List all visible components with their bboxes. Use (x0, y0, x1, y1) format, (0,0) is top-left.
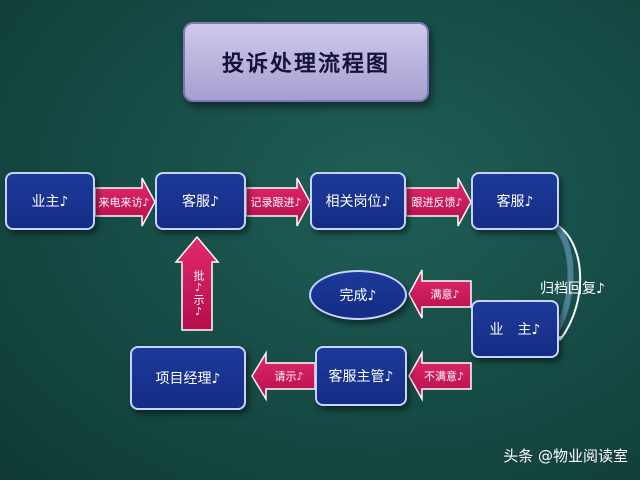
page-title: 投诉处理流程图 (221, 51, 390, 77)
node-owner-top: 业主♪ (5, 172, 95, 230)
arrow-record-follow (245, 177, 311, 227)
arrow-incoming-call (94, 177, 156, 227)
watermark: 头条 @物业阅读室 (503, 447, 628, 465)
node-customer-service-1: 客服♪ (155, 172, 246, 230)
node-project-manager: 项目经理♪ (130, 346, 246, 410)
node-owner-bottom: 业 主♪ (471, 300, 559, 358)
label-satisfied: 满意♪ (430, 288, 460, 301)
node-related-post: 相关岗位♪ (310, 172, 406, 230)
label-unsatisfied: 不满意♪ (423, 370, 465, 383)
arrow-approve (174, 235, 220, 331)
label-archive-return: 归档回复♪ (540, 281, 605, 297)
arrow-request (251, 350, 316, 402)
label-approve: 批♪示♪ (192, 270, 205, 318)
label-record-follow: 记录跟进♪ (250, 196, 302, 209)
title-box: 投诉处理流程图 (183, 22, 429, 102)
label-request: 请示♪ (274, 370, 304, 383)
label-follow-feedback: 跟进反馈♪ (411, 196, 463, 209)
arrow-archive-curve (554, 223, 582, 341)
node-customer-service-2: 客服♪ (471, 172, 559, 230)
arrow-satisfied (408, 269, 472, 319)
node-complete: 完成♪ (309, 270, 407, 320)
arrow-follow-feedback (405, 177, 472, 227)
label-incoming-call: 来电来访♪ (98, 196, 150, 209)
node-service-supervisor: 客服主管♪ (315, 346, 407, 406)
arrow-unsatisfied (408, 350, 472, 402)
